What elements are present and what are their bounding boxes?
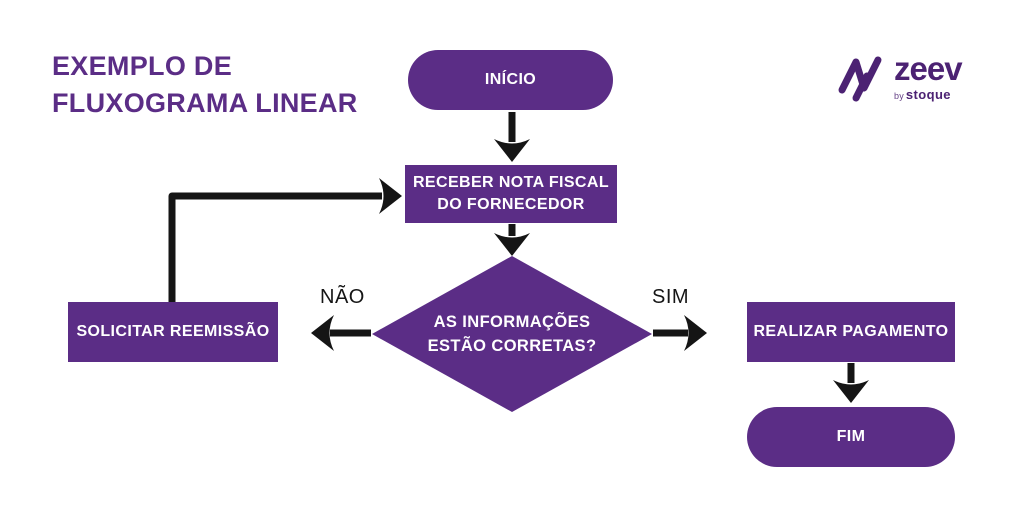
arrowhead-reissue-to-receive bbox=[379, 178, 402, 214]
page-title: EXEMPLO DE FLUXOGRAMA LINEAR bbox=[52, 48, 358, 122]
arrowhead-decision-yes bbox=[684, 315, 707, 351]
process-request-reissue: SOLICITAR REEMISSÃO bbox=[68, 302, 278, 362]
end-node-label: FIM bbox=[836, 428, 866, 445]
reissue-label: SOLICITAR REEMISSÃO bbox=[76, 323, 270, 340]
payment-label: REALIZAR PAGAMENTO bbox=[753, 323, 949, 340]
yes-branch-label: SIM bbox=[652, 286, 690, 308]
decision-line2: ESTÃO CORRETAS? bbox=[427, 337, 597, 355]
receive-line2: DO FORNECEDOR bbox=[437, 196, 585, 213]
end-node: FIM bbox=[747, 407, 955, 467]
arrowhead-receive-to-decision bbox=[494, 233, 530, 256]
page-title-line1: EXEMPLO DE bbox=[52, 51, 233, 81]
process-make-payment: REALIZAR PAGAMENTO bbox=[747, 302, 955, 362]
decision-line1: AS INFORMAÇÕES bbox=[433, 313, 591, 331]
start-node: INÍCIO bbox=[408, 50, 613, 110]
process-receive-invoice: RECEBER NOTA FISCAL DO FORNECEDOR bbox=[405, 165, 617, 223]
receive-line1: RECEBER NOTA FISCAL bbox=[412, 174, 610, 191]
zeev-zigzag-icon bbox=[838, 56, 882, 102]
logo-brand: zeev bbox=[894, 50, 963, 87]
decision-node: AS INFORMAÇÕES ESTÃO CORRETAS? bbox=[372, 256, 652, 412]
arrowhead-payment-to-end bbox=[833, 380, 869, 403]
start-node-label: INÍCIO bbox=[484, 71, 537, 88]
arrowhead-decision-no bbox=[311, 315, 334, 351]
logo-by-label: by bbox=[894, 91, 904, 101]
arrowhead-start-to-receive bbox=[494, 139, 530, 162]
logo-company: stoque bbox=[905, 87, 951, 102]
no-branch-label: NÃO bbox=[320, 286, 365, 308]
page-title-line2: FLUXOGRAMA LINEAR bbox=[52, 88, 358, 118]
